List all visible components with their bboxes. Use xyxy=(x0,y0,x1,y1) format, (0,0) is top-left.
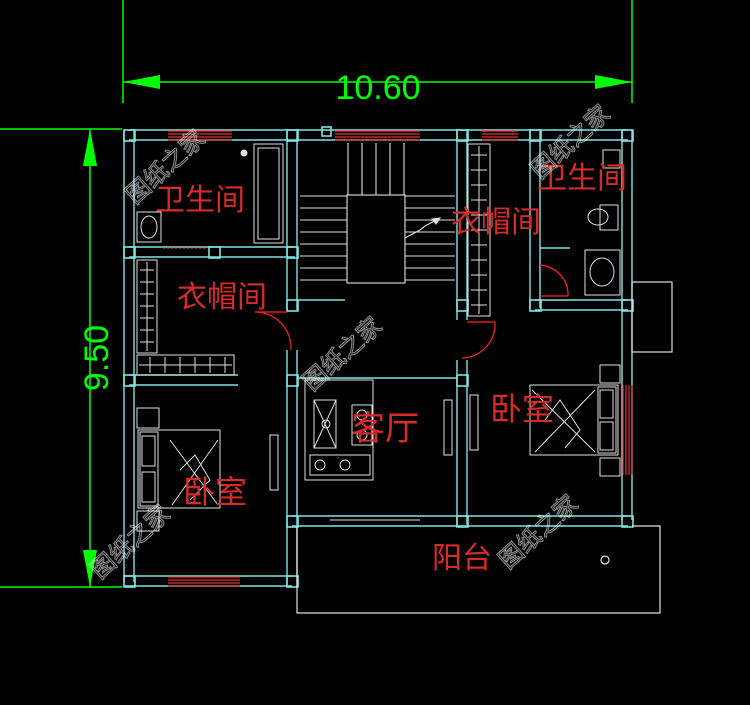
watermark: 图纸之家 xyxy=(493,489,583,574)
width-dimension xyxy=(122,0,633,103)
bathtub xyxy=(253,143,284,244)
label-balcony: 阳台 xyxy=(432,541,492,576)
window-top-center xyxy=(335,130,420,141)
right-bedroom-furniture xyxy=(469,364,621,477)
staircase xyxy=(300,143,455,284)
label-closet-right: 衣帽间 xyxy=(451,205,541,240)
watermark: 图纸之家 xyxy=(85,499,175,584)
left-bathroom-fixtures xyxy=(136,143,284,244)
watermark: 图纸之家 xyxy=(297,311,387,396)
left-closet-fixtures xyxy=(136,259,235,376)
left-bedroom-furniture xyxy=(136,407,221,532)
label-closet-left: 衣帽间 xyxy=(177,280,267,315)
label-bathroom-left: 卫生间 xyxy=(155,183,245,218)
window-right-bedroom xyxy=(622,385,633,475)
bed-right xyxy=(529,384,619,456)
right-closet-fixtures xyxy=(467,143,491,317)
room-labels: 卫生间 衣帽间 衣帽间 卫生间 客厅 卧室 卧室 阳台 xyxy=(155,161,627,576)
width-dimension-label: 10.60 xyxy=(335,69,420,107)
washbasin xyxy=(136,211,162,243)
balcony xyxy=(296,525,661,614)
window-top-right xyxy=(482,130,518,141)
washbasin-right xyxy=(584,249,621,296)
bed-left xyxy=(137,429,221,509)
doors xyxy=(163,247,569,359)
door-left-closet xyxy=(254,311,292,351)
door-right-bath xyxy=(539,264,569,297)
window-top-left xyxy=(168,130,232,141)
label-bathroom-right: 卫生间 xyxy=(537,161,627,196)
height-dimension-label: 9.50 xyxy=(78,325,116,391)
label-bedroom-left: 卧室 xyxy=(183,473,247,511)
height-dimension xyxy=(0,128,122,588)
right-bathroom-fixtures xyxy=(584,149,621,296)
windows xyxy=(168,130,633,587)
door-right-closet xyxy=(461,321,496,359)
watermarks: 图纸之家 图纸之家 图纸之家 图纸之家 图纸之家 xyxy=(85,99,616,585)
living-room-furniture xyxy=(269,379,453,521)
window-bottom-left xyxy=(168,576,240,587)
toilet xyxy=(587,204,619,231)
right-bay xyxy=(631,281,673,353)
columns xyxy=(123,126,634,588)
label-living-room: 客厅 xyxy=(351,409,419,449)
label-bedroom-right: 卧室 xyxy=(490,390,554,428)
